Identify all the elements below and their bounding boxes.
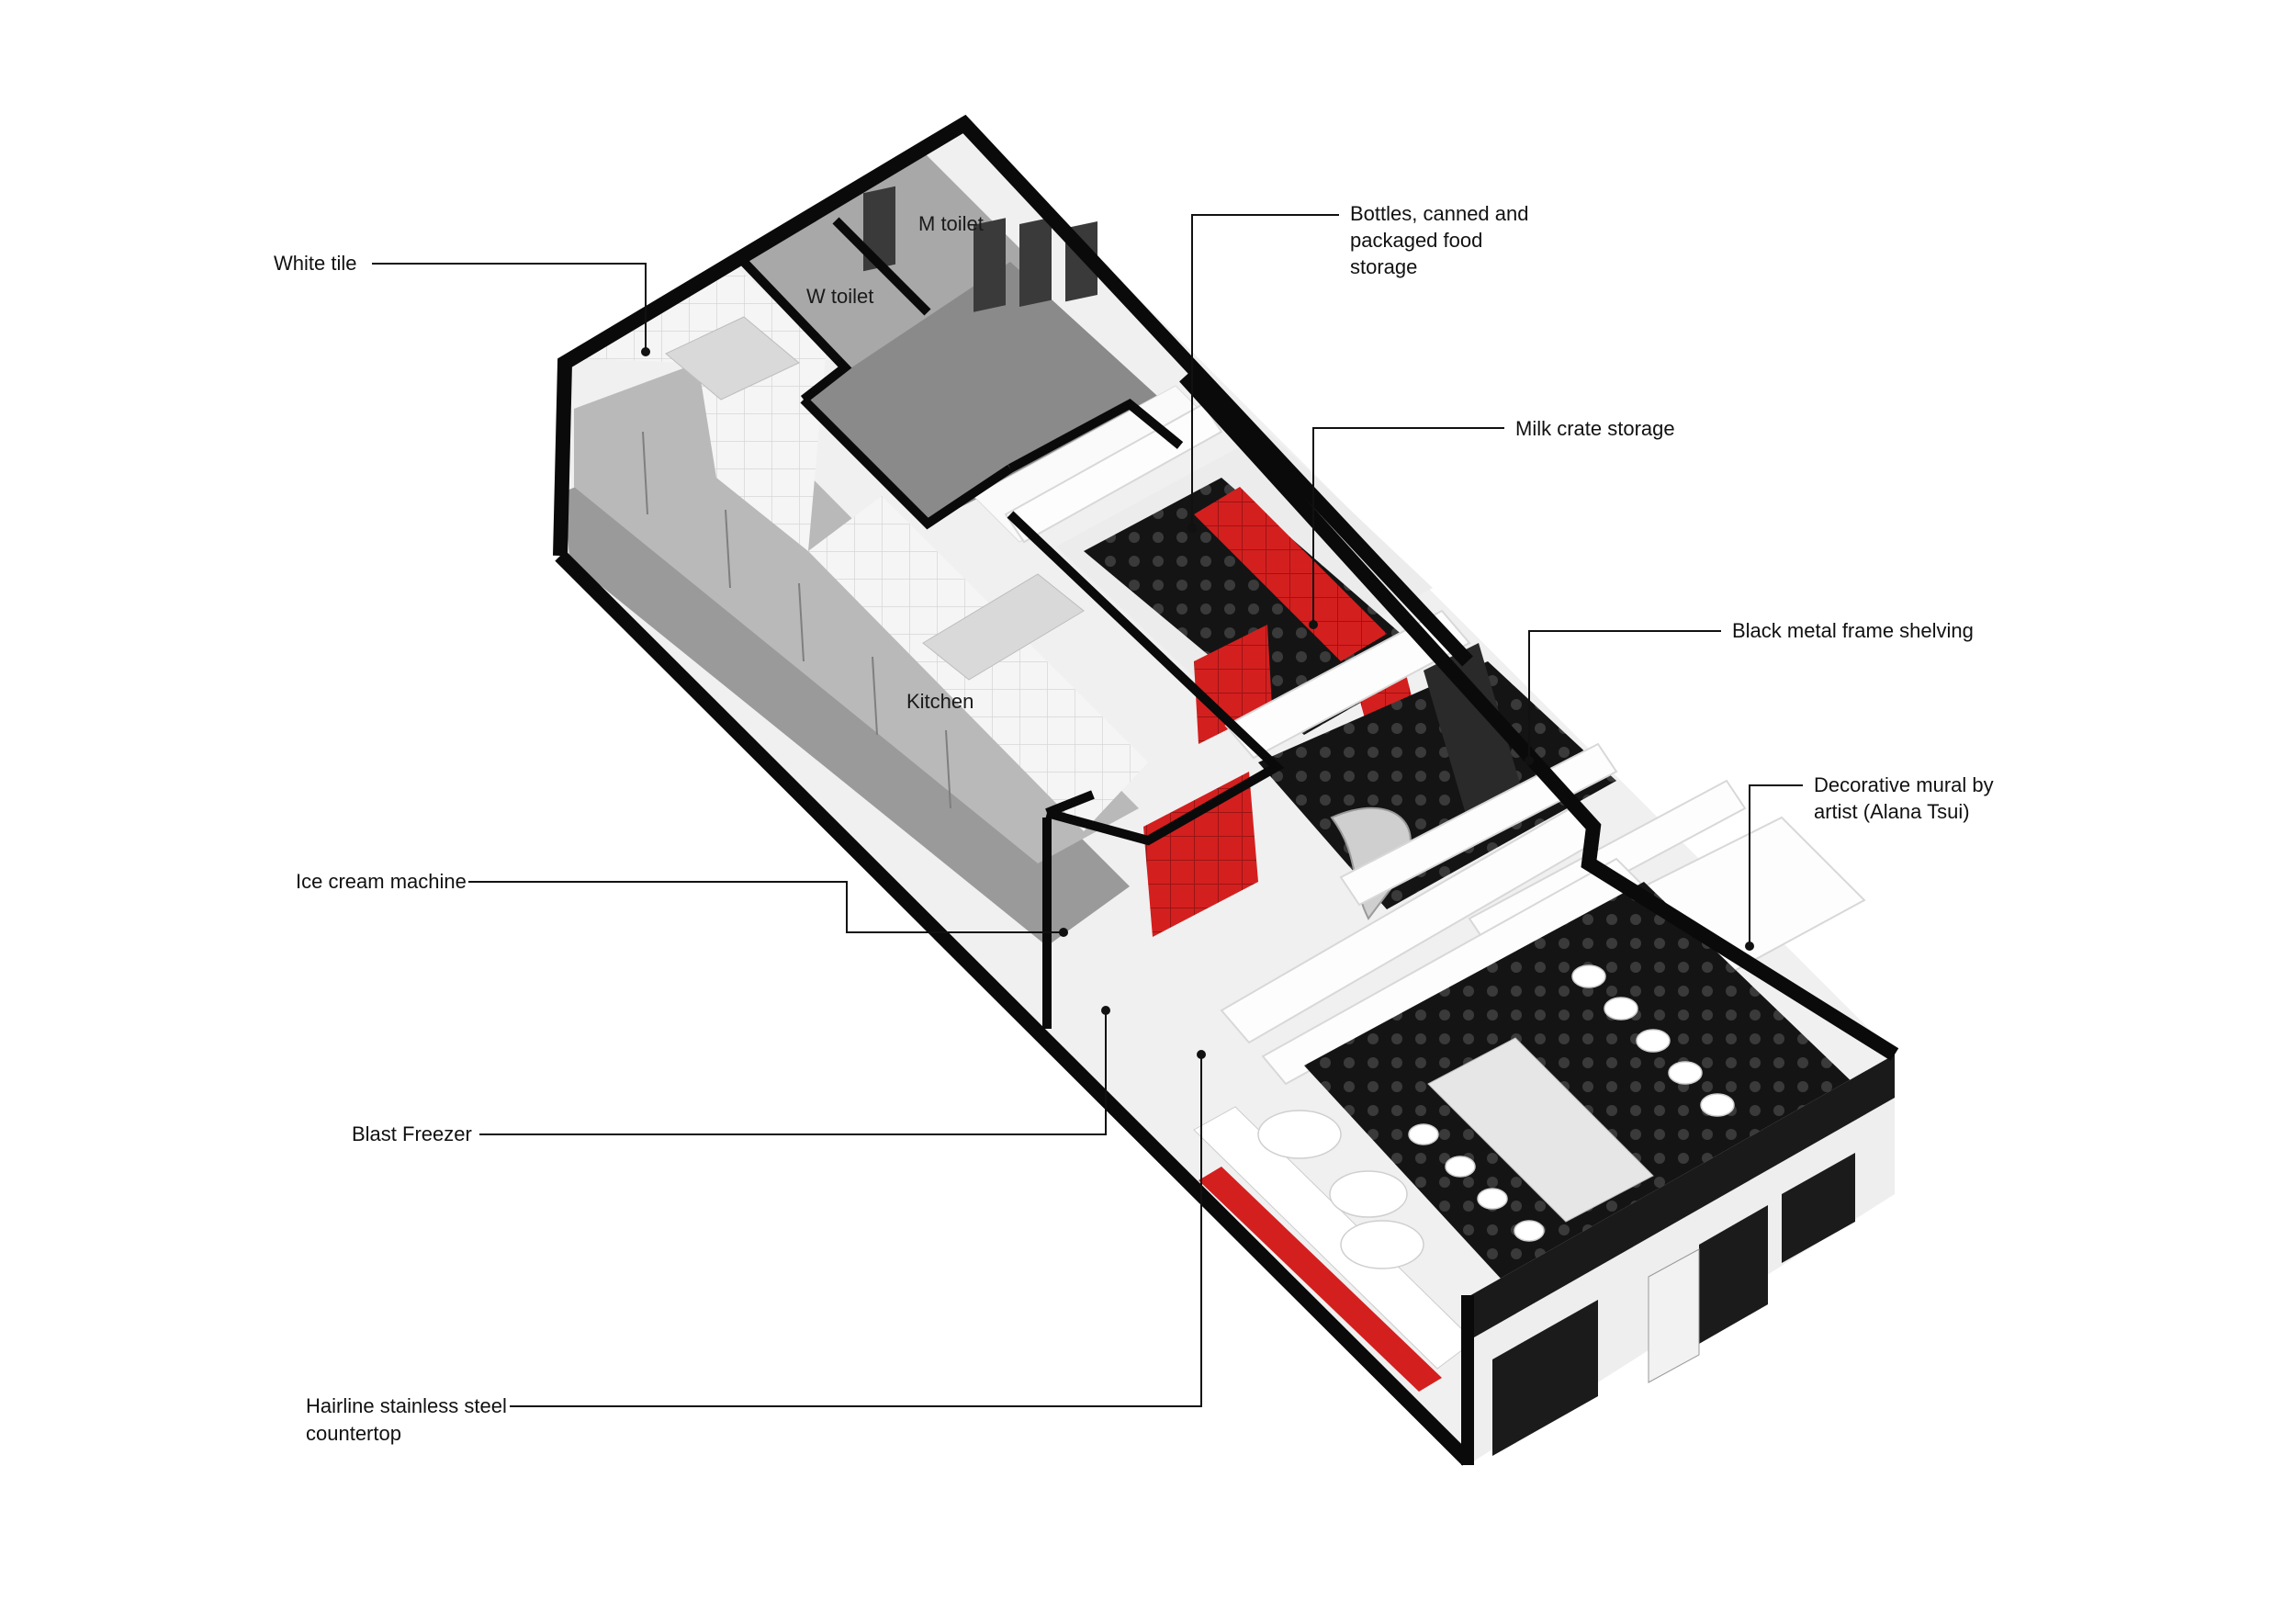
building	[553, 114, 1899, 1466]
dining-black-floor	[1304, 882, 1883, 1304]
callout-countertop: Hairline stainless steel countertop	[306, 1050, 1206, 1445]
callout-label-white-tile: White tile	[274, 252, 356, 275]
callout-label-countertop-line1: Hairline stainless steel	[306, 1394, 507, 1417]
milk-crate-stack	[1143, 487, 1419, 937]
callout-label-black-shelving: Black metal frame shelving	[1732, 619, 1974, 642]
storefront-door	[1648, 1248, 1700, 1383]
room-label-w-toilet: W toilet	[806, 285, 873, 308]
callout-black-shelving: Black metal frame shelving	[1525, 619, 1974, 765]
callout-label-mural-line2: artist (Alana Tsui)	[1814, 800, 1970, 823]
callout-label-bottles-line2: packaged food	[1350, 229, 1482, 252]
callout-label-bottles-line1: Bottles, canned and	[1350, 202, 1528, 225]
extraction-hood-1	[665, 316, 800, 400]
walls	[553, 114, 1899, 1466]
round-tables	[1257, 1110, 1424, 1269]
callout-milk-crate: Milk crate storage	[1309, 417, 1675, 629]
communal-table	[1427, 1037, 1654, 1223]
callout-label-ice-cream: Ice cream machine	[296, 870, 467, 893]
callout-bottles-storage: Bottles, canned and packaged food storag…	[1187, 202, 1528, 533]
storefront-windows	[1492, 1153, 1855, 1456]
storefront-fascia	[1468, 1054, 1895, 1341]
store-room-floor	[804, 262, 1166, 524]
extraction-hood-2	[922, 573, 1085, 681]
callout-label-countertop-line2: countertop	[306, 1422, 401, 1445]
callout-decorative-mural: Decorative mural by artist (Alana Tsui)	[1745, 773, 1994, 951]
callout-ice-cream-machine: Ice cream machine	[296, 870, 1068, 937]
black-metal-shelving	[1424, 643, 1525, 827]
callout-label-milk-crate: Milk crate storage	[1515, 417, 1675, 440]
room-label-kitchen: Kitchen	[906, 690, 974, 713]
callout-label-blast-freezer: Blast Freezer	[352, 1122, 472, 1145]
window-bench-red-base	[1199, 1167, 1442, 1392]
callout-label-mural-line1: Decorative mural by	[1814, 773, 1994, 796]
callout-label-bottles-line3: storage	[1350, 255, 1417, 278]
counter-segments	[642, 431, 951, 809]
callout-blast-freezer: Blast Freezer	[352, 1006, 1110, 1145]
callout-white-tile: White tile	[274, 252, 650, 356]
room-label-m-toilet: M toilet	[918, 212, 984, 235]
